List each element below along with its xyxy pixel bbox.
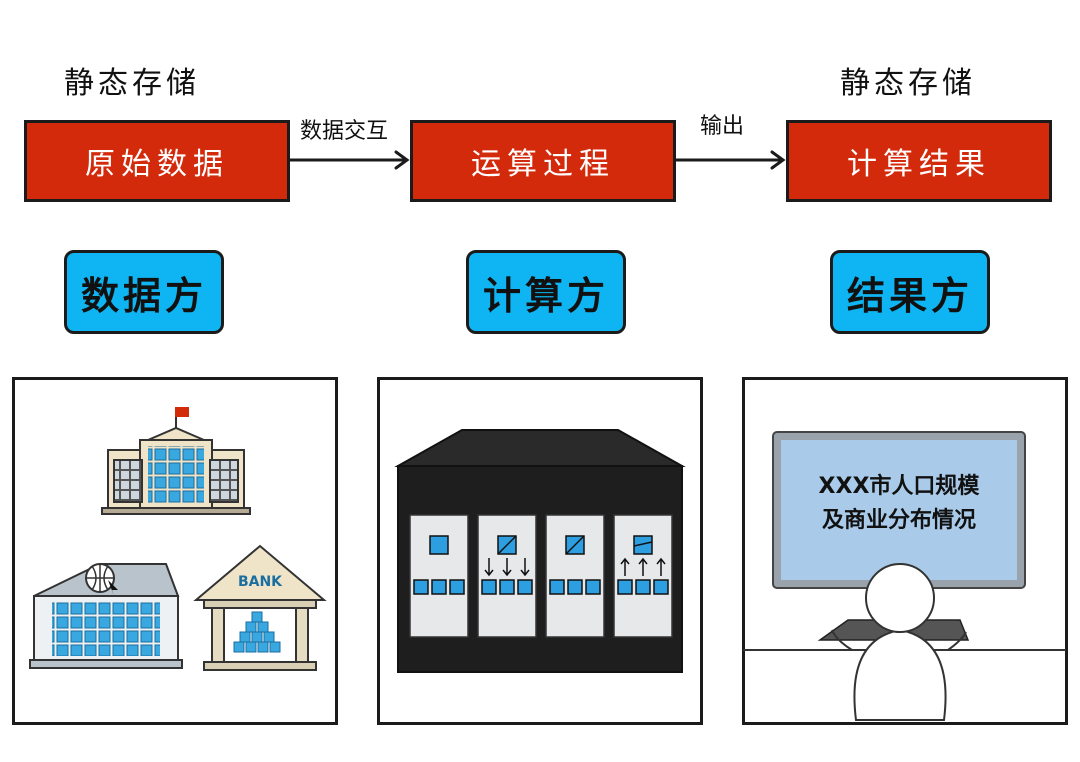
output-label: 输出 bbox=[700, 114, 745, 139]
gold-cube-pyramid bbox=[233, 611, 281, 653]
compute-party-badge: 计算方 bbox=[466, 250, 626, 334]
result-screen-text: XXX市人口规模 及商业分布情况 bbox=[781, 470, 1017, 538]
server-module-3 bbox=[545, 514, 605, 638]
person-body bbox=[853, 628, 947, 721]
server-cabinet bbox=[394, 429, 686, 673]
computation-process-node: 运算过程 bbox=[410, 120, 676, 202]
bank-sign: BANK bbox=[238, 574, 283, 590]
screen-line-1: XXX市人口规模 bbox=[818, 474, 980, 499]
data-exchange-label: 数据交互 bbox=[300, 119, 389, 144]
screen-line-2: 及商业分布情况 bbox=[821, 508, 976, 533]
flag-icon bbox=[175, 407, 189, 417]
server-module-1 bbox=[409, 514, 469, 638]
bank-building: BANK bbox=[193, 544, 327, 671]
government-building bbox=[101, 407, 251, 515]
raw-data-node: 原始数据 bbox=[24, 120, 290, 202]
result-viewer bbox=[743, 431, 1066, 721]
person-head bbox=[865, 563, 935, 633]
data-party-badge: 数据方 bbox=[64, 250, 224, 334]
cursor-icon bbox=[108, 580, 118, 596]
result-party-badge: 结果方 bbox=[830, 250, 990, 334]
static-storage-label-left: 静态存储 bbox=[64, 66, 200, 101]
internet-company-building bbox=[29, 563, 183, 669]
static-storage-label-right: 静态存储 bbox=[840, 66, 976, 101]
computation-result-node: 计算结果 bbox=[786, 120, 1052, 202]
